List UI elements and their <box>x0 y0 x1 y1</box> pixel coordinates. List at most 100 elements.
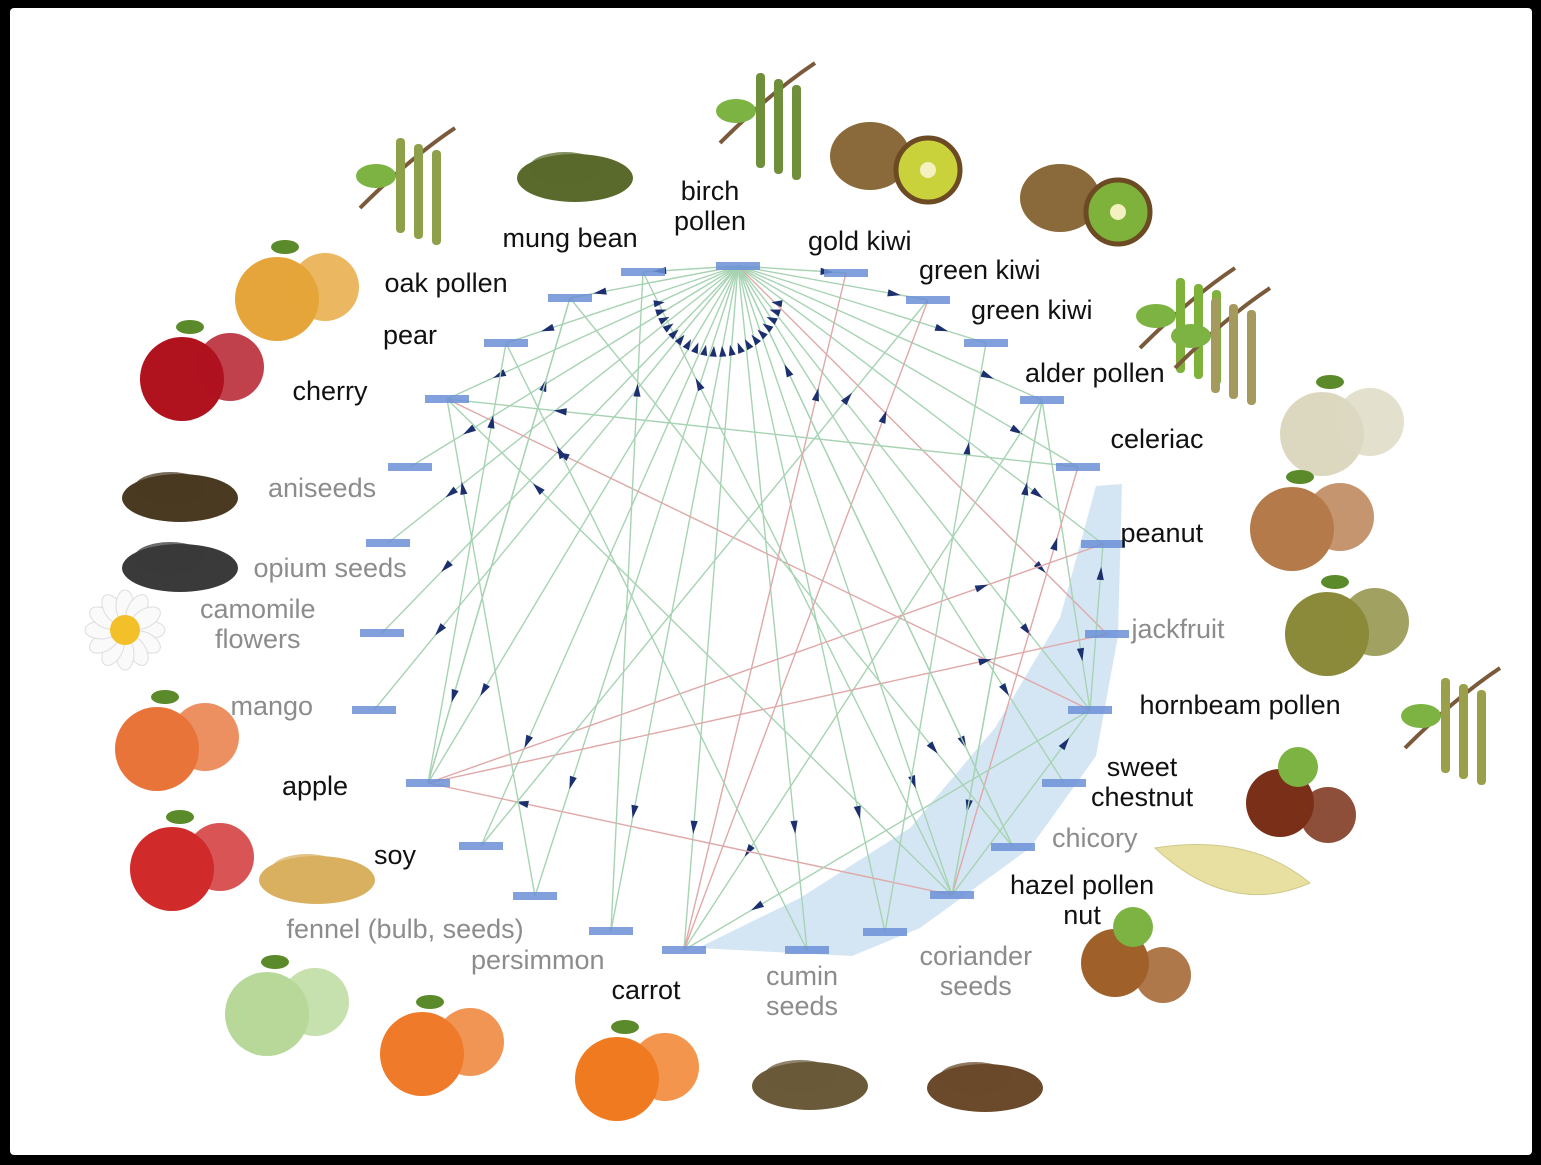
node-label-line: carrot <box>612 975 681 1005</box>
birch-catkin-icon <box>716 63 815 180</box>
edge-arrowhead <box>593 288 606 295</box>
node-label-line: alder pollen <box>1025 358 1165 388</box>
edge-arrowhead <box>790 821 797 834</box>
node-box-cherry <box>425 395 469 403</box>
node-label-line: peanut <box>1121 518 1204 548</box>
edge-arrowhead <box>785 364 794 377</box>
node-box-gold_kiwi <box>824 269 868 277</box>
node-label-line: apple <box>282 771 348 801</box>
edge-line <box>535 266 738 896</box>
persimmon-icon <box>380 995 504 1096</box>
edge-line <box>506 343 807 950</box>
edge-arrowhead <box>1050 537 1057 550</box>
node-label-opium: opium seeds <box>254 553 407 583</box>
ring-arrowhead <box>769 309 780 316</box>
pear-icon <box>235 240 359 341</box>
peanut-icon <box>1250 470 1374 571</box>
node-box-alder <box>1020 396 1064 404</box>
node-label-line: green kiwi <box>919 255 1041 285</box>
edge-arrowhead <box>935 324 948 331</box>
edge-line <box>447 399 1078 467</box>
node-label-line: nut <box>1010 900 1154 930</box>
node-label-aniseeds: aniseeds <box>268 473 376 503</box>
node-label-line: chicory <box>1052 823 1138 853</box>
node-label-mango: mango <box>231 691 314 721</box>
node-label-sweet_chestnut: sweetchestnut <box>1091 752 1193 812</box>
fennel-icon <box>225 955 349 1056</box>
oak-catkin-icon <box>356 128 455 245</box>
apple-icon <box>130 810 254 911</box>
node-box-birch <box>716 262 760 270</box>
edge-arrowhead <box>980 370 993 379</box>
node-label-jackfruit: jackfruit <box>1132 614 1225 644</box>
node-label-birch: birchpollen <box>674 176 746 236</box>
edge-arrowhead <box>691 821 698 834</box>
edge-arrowhead <box>569 776 576 789</box>
node-label-line: mung bean <box>503 223 638 253</box>
diagram-panel: birchpollenmung beangold kiwigreen kiwig… <box>10 8 1532 1155</box>
node-box-hornbeam <box>1068 706 1112 714</box>
node-label-cumin: cuminseeds <box>766 961 838 1021</box>
node-label-fennel: fennel (bulb, seeds) <box>287 914 524 944</box>
node-label-celeriac: celeriac <box>1111 424 1204 454</box>
edge-arrowhead <box>446 487 458 498</box>
node-label-cherry: cherry <box>293 376 368 406</box>
node-label-line: sweet <box>1091 752 1193 782</box>
node-box-peanut <box>1081 540 1125 548</box>
node-box-celeriac <box>1056 463 1100 471</box>
node-label-line: celeriac <box>1111 424 1204 454</box>
node-box-sweet_chestnut <box>1042 779 1086 787</box>
node-box-soy <box>459 842 503 850</box>
node-label-line: pear <box>383 320 437 350</box>
node-box-mango <box>352 706 396 714</box>
node-label-apple: apple <box>282 771 348 801</box>
node-label-line: flowers <box>200 624 316 654</box>
node-label-line: pollen <box>674 206 746 236</box>
node-box-cumin <box>785 946 829 954</box>
node-label-line: mango <box>231 691 314 721</box>
ring-arrowhead <box>762 324 773 333</box>
node-label-line: green kiwi <box>971 295 1093 325</box>
node-label-line: aniseeds <box>268 473 376 503</box>
edge-line <box>506 266 738 343</box>
chicory-icon <box>1155 845 1310 895</box>
node-label-line: hornbeam pollen <box>1140 690 1341 720</box>
edge-line <box>611 266 738 931</box>
chestnut-icon <box>1246 747 1356 843</box>
node-label-coriander: corianderseeds <box>920 941 1033 1001</box>
edge-line <box>447 399 1090 710</box>
node-box-persimmon <box>589 927 633 935</box>
node-box-opium <box>366 539 410 547</box>
ring-arrowhead <box>668 330 678 340</box>
node-label-line: persimmon <box>471 945 605 975</box>
edge-arrowhead <box>696 378 705 391</box>
node-box-apple <box>406 779 450 787</box>
node-label-mung: mung bean <box>503 223 638 253</box>
node-label-line: cherry <box>293 376 368 406</box>
node-box-pear <box>484 339 528 347</box>
node-label-line: birch <box>674 176 746 206</box>
ring-arrowhead <box>691 342 698 353</box>
node-box-carrot <box>662 946 706 954</box>
cumin-seed-icon <box>752 1060 868 1110</box>
camomile-icon <box>85 590 165 670</box>
edge-arrowhead <box>1030 487 1043 498</box>
node-box-fennel <box>513 892 557 900</box>
node-label-chicory: chicory <box>1052 823 1138 853</box>
node-label-line: soy <box>374 840 416 870</box>
node-label-line: oak pollen <box>385 268 508 298</box>
node-label-line: opium seeds <box>254 553 407 583</box>
edge-arrowhead <box>999 683 1009 696</box>
edge-line <box>447 399 952 895</box>
node-label-green_kiwi_2: green kiwi <box>971 295 1093 325</box>
node-label-camomile: camomileflowers <box>200 594 316 654</box>
edge-line <box>684 273 846 950</box>
ring-arrowhead <box>653 300 664 307</box>
node-label-persimmon: persimmon <box>471 945 605 975</box>
node-box-mung <box>621 268 665 276</box>
node-label-line: camomile <box>200 594 316 624</box>
edge-line <box>611 272 643 931</box>
node-box-hazel <box>930 891 974 899</box>
node-box-camomile <box>360 629 404 637</box>
edge-arrowhead <box>879 410 887 423</box>
